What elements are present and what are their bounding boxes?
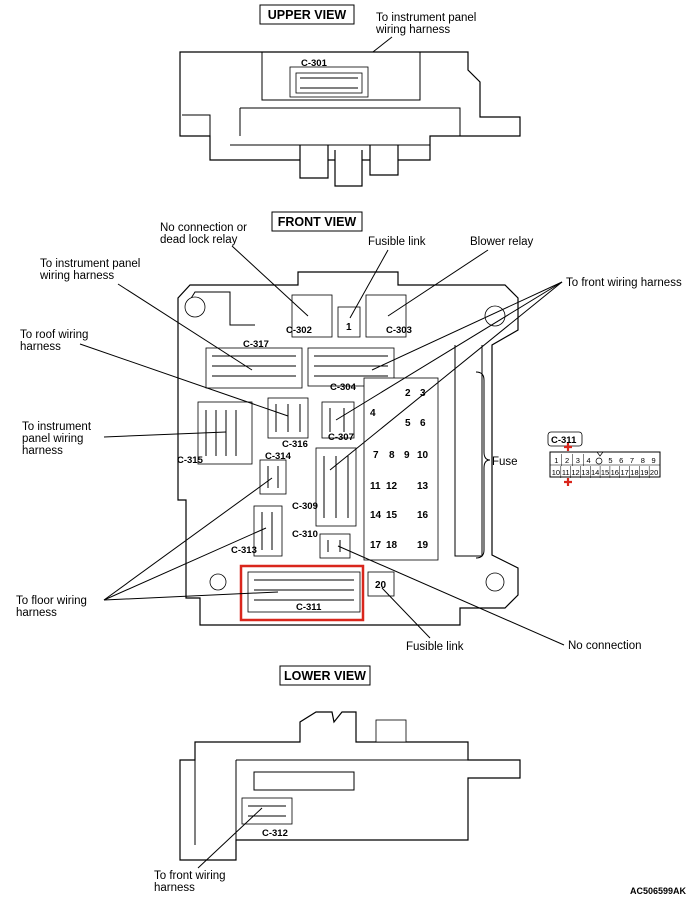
c311-pin-15: 15: [601, 468, 609, 477]
c311-pin-16: 16: [611, 468, 619, 477]
roof-harness-label-2: harness: [20, 341, 61, 353]
c311-pin-6: 6: [619, 456, 623, 465]
fuse-15: 15: [386, 510, 398, 521]
figure-code: AC506599AK: [630, 886, 687, 896]
connector-c311: C-311: [296, 602, 322, 613]
front-view: FRONT VIEW C-302 1 C-303 C-317 C-304 C-3…: [16, 211, 682, 653]
ip-harness-left-label-1: To instrument panel: [40, 258, 140, 270]
c311-pin-4: 4: [587, 456, 591, 465]
fusible-link-bottom-label: Fusible link: [406, 641, 464, 653]
c311-pin-13: 13: [581, 468, 589, 477]
floor-harness-label-2: harness: [16, 607, 57, 619]
lower-view-title-box: [279, 665, 371, 686]
c311-pin-19: 19: [640, 468, 648, 477]
fuse-18: 18: [386, 540, 398, 551]
no-connection-label-1: No connection or: [160, 222, 247, 234]
fuse-8: 8: [389, 450, 395, 461]
upper-view-title: UPPER VIEW: [268, 8, 347, 22]
connector-c314: C-314: [265, 451, 292, 462]
connector-c317: C-317: [243, 339, 269, 350]
c311-pin-1: 1: [554, 456, 558, 465]
connector-c302: C-302: [286, 325, 312, 336]
fuse-5: 5: [405, 418, 411, 429]
ip-harness-mid-label-3: harness: [22, 445, 63, 457]
floor-harness-label-1: To floor wiring: [16, 595, 87, 607]
c311-pin-2: 2: [565, 456, 569, 465]
fuse-label: Fuse: [492, 456, 518, 468]
fuse-1: 1: [346, 322, 352, 333]
connector-c304: C-304: [330, 382, 357, 393]
c311-pin-11: 11: [562, 468, 570, 477]
upper-view-title-box: [259, 4, 355, 25]
c311-pin-14: 14: [591, 468, 599, 477]
connector-c307: C-307: [328, 432, 354, 443]
c311-marker-bottom-icon: [564, 478, 572, 486]
ip-harness-top-label-1: To instrument panel: [376, 12, 476, 24]
connector-c310: C-310: [292, 529, 318, 540]
c311-pin-5: 5: [608, 456, 612, 465]
fuse-13: 13: [417, 481, 429, 492]
c311-detail-label: C-311: [551, 435, 577, 446]
connector-c312: C-312: [262, 828, 288, 839]
ip-harness-left-label-2: wiring harness: [39, 270, 114, 282]
fuse-3: 3: [420, 388, 426, 399]
fusible-link-top-label: Fusible link: [368, 236, 426, 248]
front-view-title-box: [271, 211, 363, 232]
upper-view: UPPER VIEW To instrument panel wiring ha…: [179, 4, 521, 187]
c311-pin-12: 12: [571, 468, 579, 477]
ip-harness-mid-label-1: To instrument: [22, 421, 92, 433]
fuse-14: 14: [370, 510, 382, 521]
no-connection-label-2: dead lock relay: [160, 234, 238, 246]
fuse-2: 2: [405, 388, 411, 399]
c311-marker-top-icon: [564, 443, 572, 451]
front-harness-right-label: To front wiring harness: [566, 277, 682, 289]
no-connection-bottom-label: No connection: [568, 640, 642, 652]
front-harness-bottom-label-1: To front wiring: [154, 870, 226, 882]
front-view-title: FRONT VIEW: [278, 215, 357, 229]
ip-harness-mid-label-2: panel wiring: [22, 433, 83, 445]
connector-c301: C-301: [301, 58, 328, 69]
connector-c313: C-313: [231, 545, 257, 556]
roof-harness-label-1: To roof wiring: [20, 329, 88, 341]
fuse-20: 20: [375, 580, 387, 591]
c311-highlight: [239, 564, 365, 622]
fuse-17: 17: [370, 540, 382, 551]
fuse-16: 16: [417, 510, 429, 521]
c311-pin-20: 20: [650, 468, 658, 477]
fuse-12: 12: [386, 481, 398, 492]
ip-harness-top-label-2: wiring harness: [375, 24, 450, 36]
c311-pin-7: 7: [630, 456, 634, 465]
c311-pin-17: 17: [620, 468, 628, 477]
c311-pin-3: 3: [576, 456, 580, 465]
c311-pin-10: 10: [552, 468, 560, 477]
blower-relay-label: Blower relay: [470, 236, 534, 248]
c311-pin-9: 9: [652, 456, 656, 465]
connector-c315: C-315: [177, 455, 204, 466]
lower-view-title: LOWER VIEW: [284, 669, 366, 683]
c311-pin-8: 8: [641, 456, 645, 465]
fuse-4: 4: [370, 408, 376, 419]
fuse-19: 19: [417, 540, 429, 551]
lower-view: LOWER VIEW C-312 To front wiring harness: [154, 665, 521, 894]
fuse-11: 11: [370, 481, 381, 492]
fuse-9: 9: [404, 450, 410, 461]
fuse-10: 10: [417, 450, 429, 461]
fuse-6: 6: [420, 418, 426, 429]
connector-c316: C-316: [282, 439, 308, 450]
c311-pin-18: 18: [630, 468, 638, 477]
connector-c309: C-309: [292, 501, 318, 512]
fuse-7: 7: [373, 450, 379, 461]
front-harness-bottom-label-2: harness: [154, 882, 195, 894]
connector-c303: C-303: [386, 325, 412, 336]
